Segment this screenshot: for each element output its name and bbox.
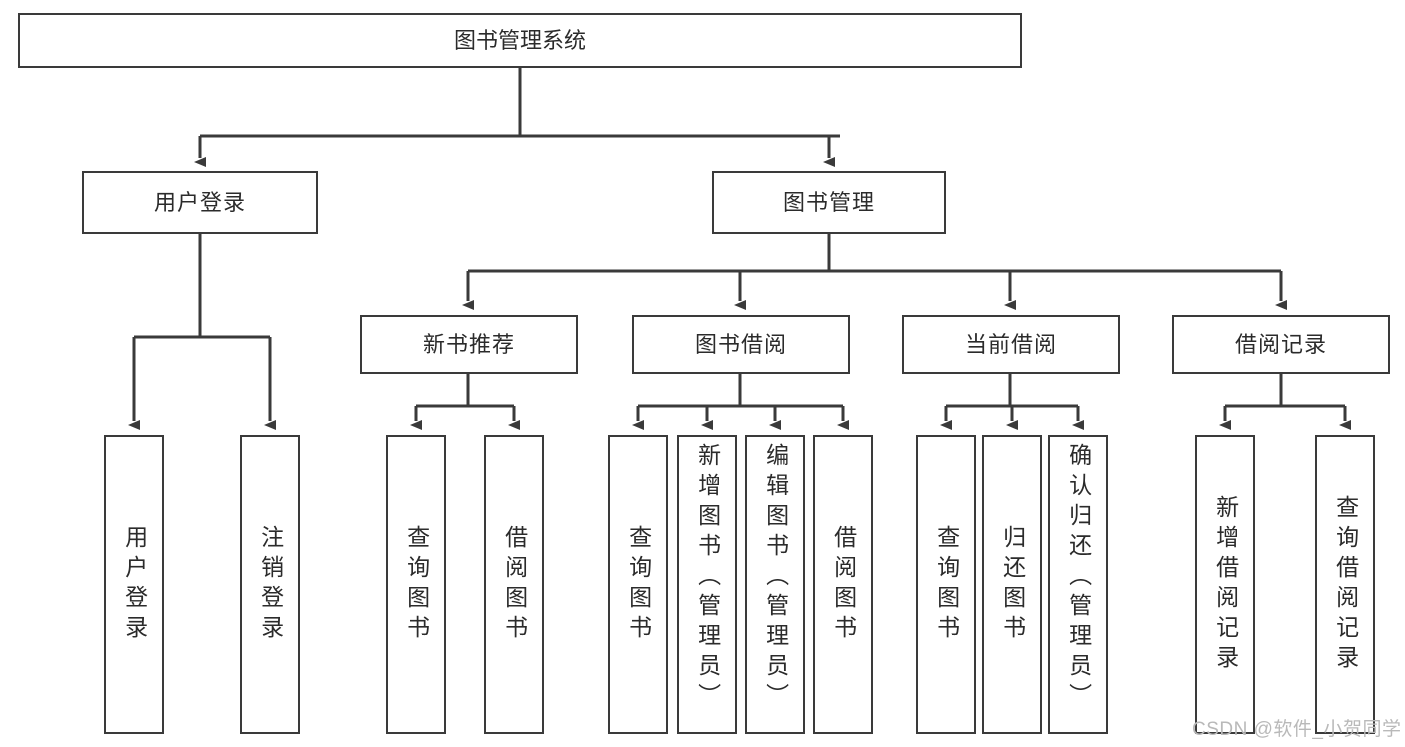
node-leaf-add-book[interactable]: 新增图书（管理员） [677,435,737,734]
connector-new-book-recommend [410,374,520,430]
connector-user-login [128,234,276,430]
node-leaf-borrow-book-1[interactable]: 借阅图书 [484,435,544,734]
node-leaf-confirm-return[interactable]: 确认归还（管理员） [1048,435,1108,734]
node-leaf-query-book-3[interactable]: 查询图书 [916,435,976,734]
node-leaf-query-book-1-label: 查询图书 [403,524,430,645]
node-leaf-edit-book[interactable]: 编辑图书（管理员） [745,435,805,734]
node-leaf-add-book-label: 新增图书（管理员） [694,443,721,713]
node-borrow-records[interactable]: 借阅记录 [1172,315,1390,374]
node-root-label: 图书管理系统 [453,27,586,53]
node-leaf-add-record-label: 新增借阅记录 [1212,494,1239,675]
node-leaf-confirm-return-label: 确认归还（管理员） [1065,443,1092,713]
node-leaf-user-login[interactable]: 用户登录 [104,435,164,734]
node-leaf-query-book-2-label: 查询图书 [625,524,652,645]
node-leaf-return-book[interactable]: 归还图书 [982,435,1042,734]
node-book-borrow-label: 图书借阅 [694,331,787,357]
node-new-book-recommend-label: 新书推荐 [422,331,515,357]
node-root[interactable]: 图书管理系统 [18,13,1022,68]
node-leaf-borrow-book-2-label: 借阅图书 [830,524,857,645]
node-user-login-label: 用户登录 [153,189,246,215]
connector-current-borrow [940,374,1084,430]
csdn-watermark: CSDN @软件_小贺同学 [1192,719,1402,740]
connector-borrow-records [1219,374,1351,430]
node-leaf-query-record[interactable]: 查询借阅记录 [1315,435,1375,734]
node-book-borrow[interactable]: 图书借阅 [632,315,850,374]
node-new-book-recommend[interactable]: 新书推荐 [360,315,578,374]
node-user-login[interactable]: 用户登录 [82,171,318,234]
connector-book-management [462,234,1287,310]
connector-book-borrow [632,374,849,430]
node-leaf-borrow-book-1-label: 借阅图书 [501,524,528,645]
node-current-borrow[interactable]: 当前借阅 [902,315,1120,374]
connector-root [194,68,840,167]
node-leaf-logout-label: 注销登录 [257,524,284,645]
node-leaf-edit-book-label: 编辑图书（管理员） [762,443,789,713]
node-leaf-return-book-label: 归还图书 [999,524,1026,645]
node-borrow-records-label: 借阅记录 [1234,331,1327,357]
node-leaf-query-record-label: 查询借阅记录 [1332,494,1359,675]
node-leaf-query-book-3-label: 查询图书 [933,524,960,645]
node-leaf-user-login-label: 用户登录 [121,524,148,645]
node-leaf-query-book-2[interactable]: 查询图书 [608,435,668,734]
node-book-management-label: 图书管理 [782,189,875,215]
node-book-management[interactable]: 图书管理 [712,171,946,234]
node-leaf-add-record[interactable]: 新增借阅记录 [1195,435,1255,734]
node-leaf-query-book-1[interactable]: 查询图书 [386,435,446,734]
node-current-borrow-label: 当前借阅 [964,331,1057,357]
node-leaf-borrow-book-2[interactable]: 借阅图书 [813,435,873,734]
node-leaf-logout[interactable]: 注销登录 [240,435,300,734]
